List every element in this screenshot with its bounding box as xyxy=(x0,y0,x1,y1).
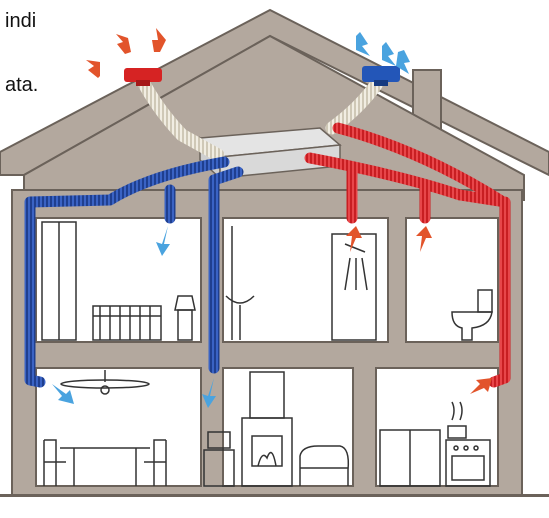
room-bathroom xyxy=(223,218,388,342)
text-fragment-1: indi xyxy=(5,10,36,33)
room-dining xyxy=(36,368,201,486)
ground-line xyxy=(0,494,549,497)
room-bedroom xyxy=(36,218,201,342)
text-fragment-2: ata. xyxy=(5,74,38,97)
